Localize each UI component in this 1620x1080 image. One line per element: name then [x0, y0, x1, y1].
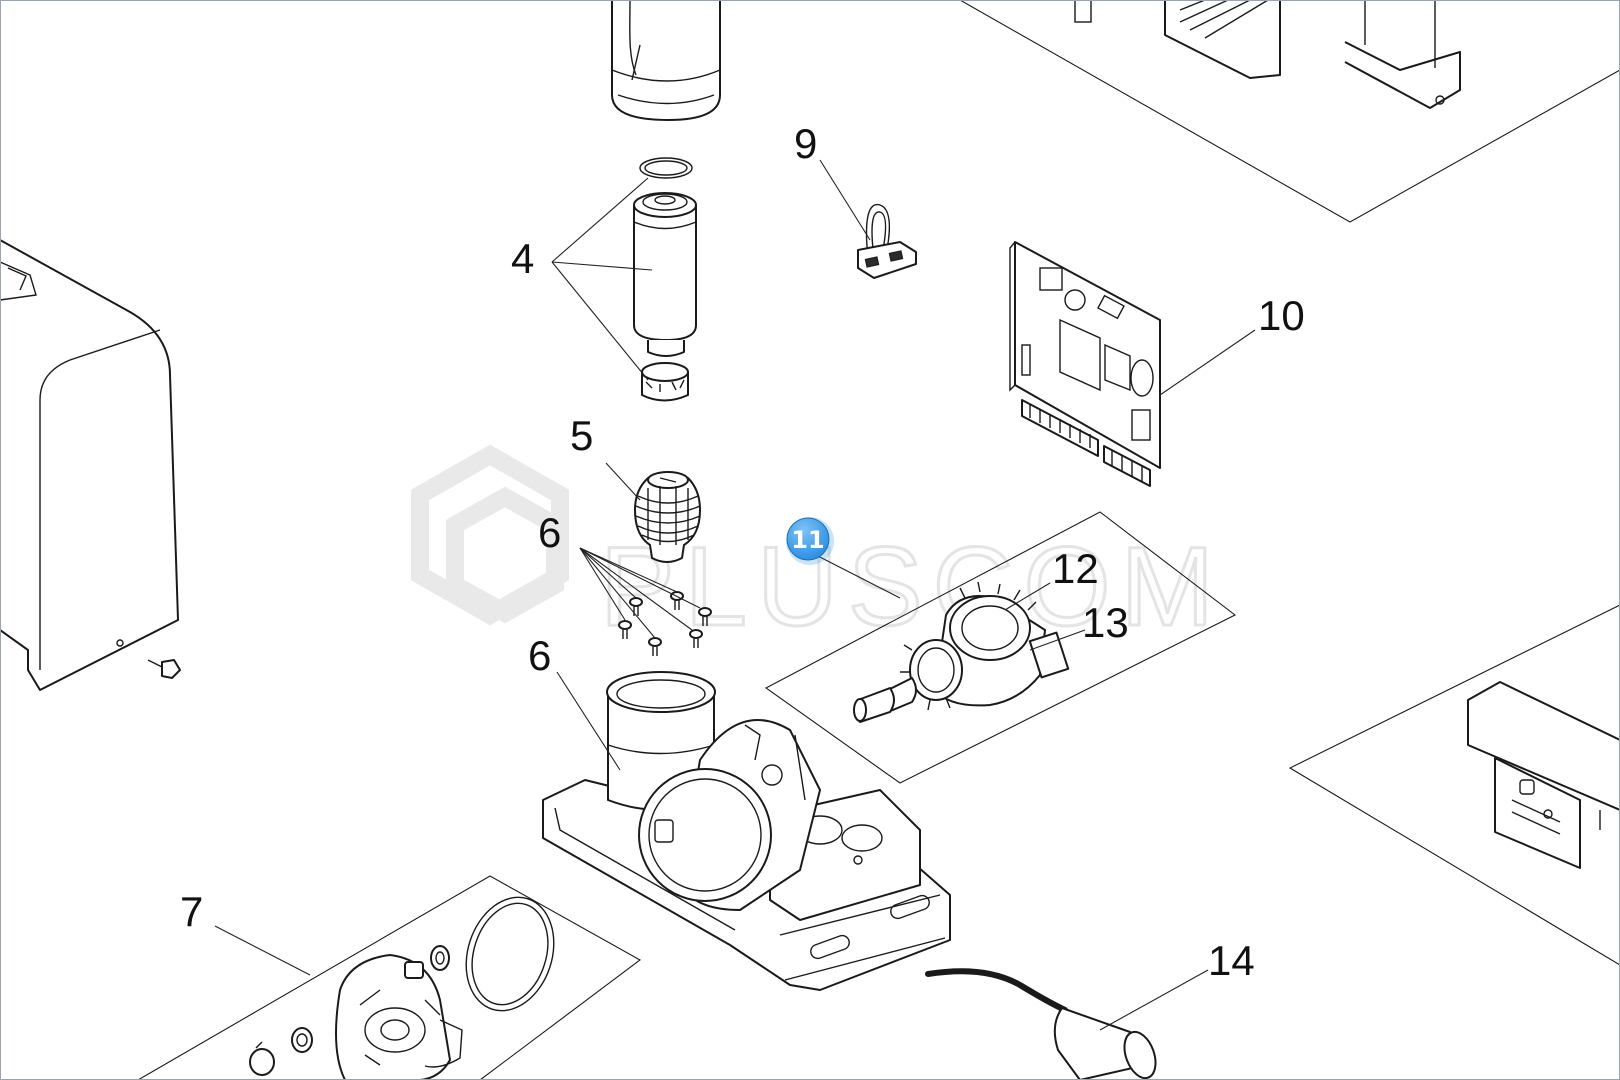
part-12-13-gear-shaft	[853, 581, 1070, 723]
hotspot-badge-11[interactable]: 11	[786, 517, 834, 565]
callout-labels: 4 5 6 6 7 9 10 12 13 14	[180, 120, 1305, 984]
callout-7: 7	[180, 888, 203, 935]
part-14-capacitor	[925, 968, 1157, 1080]
part-6-gearbox-base	[542, 671, 951, 991]
mounting-planes	[137, 0, 1620, 1080]
watermark-logo	[411, 444, 569, 626]
cover-screw	[147, 659, 181, 679]
watermark-text: PLUSCOM	[600, 524, 1224, 649]
hotspot-badge-label: 11	[791, 526, 824, 554]
part-4-motor	[633, 157, 697, 402]
callout-4: 4	[511, 235, 534, 282]
leader-lines	[214, 159, 1256, 1031]
part-5-worm-gear	[634, 471, 701, 563]
callout-13: 13	[1082, 599, 1129, 646]
callout-9: 9	[794, 120, 817, 167]
hotspot-badge-circle	[786, 517, 830, 561]
callout-6-screws: 6	[538, 509, 561, 556]
callout-6-base: 6	[528, 632, 551, 679]
top-right-parts	[1074, 0, 1461, 109]
callout-10: 10	[1258, 292, 1305, 339]
housing-cover	[0, 239, 179, 691]
callout-5: 5	[570, 412, 593, 459]
callout-14: 14	[1208, 937, 1255, 984]
right-side-part	[1467, 681, 1620, 869]
part-10-control-board	[1009, 241, 1161, 487]
part-7-cover-assembly	[249, 896, 555, 1080]
part-9-connector	[857, 203, 917, 279]
callout-12: 12	[1052, 545, 1099, 592]
motor-housing-top	[611, 0, 721, 121]
